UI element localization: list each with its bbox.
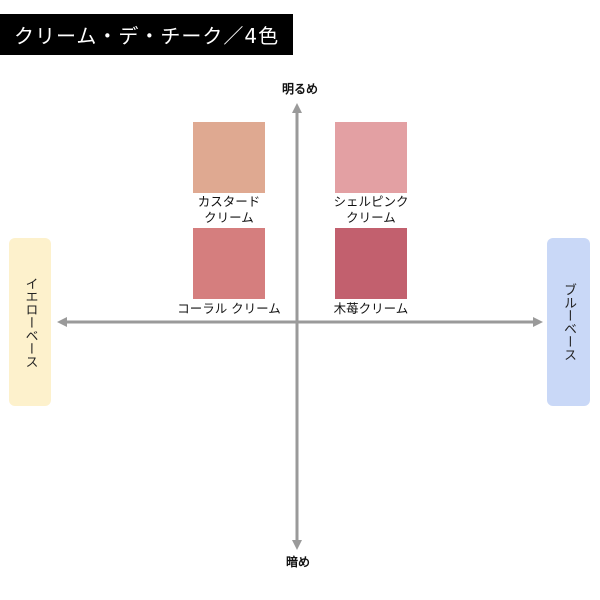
chart-title: クリーム・デ・チーク／4色 (0, 14, 293, 55)
swatch-label-custard-cream: カスタード クリーム (197, 194, 261, 225)
swatch-shell-pink-cream (335, 122, 407, 193)
swatch-label-raspberry-cream: 木苺クリーム (333, 301, 409, 316)
swatch-label-shell-pink-cream: シェルピンク クリーム (333, 194, 409, 225)
swatch-coral-cream (193, 228, 265, 299)
yellow-base-label: イエローベース (9, 238, 51, 406)
axis-label-dark: 暗め (286, 555, 311, 569)
blue-base-label: ブルーベース (547, 238, 590, 406)
swatch-raspberry-cream (335, 228, 407, 299)
swatch-label-coral-cream: コーラル クリーム (177, 301, 281, 316)
swatch-custard-cream (193, 122, 265, 193)
axis-label-bright: 明るめ (282, 82, 319, 96)
